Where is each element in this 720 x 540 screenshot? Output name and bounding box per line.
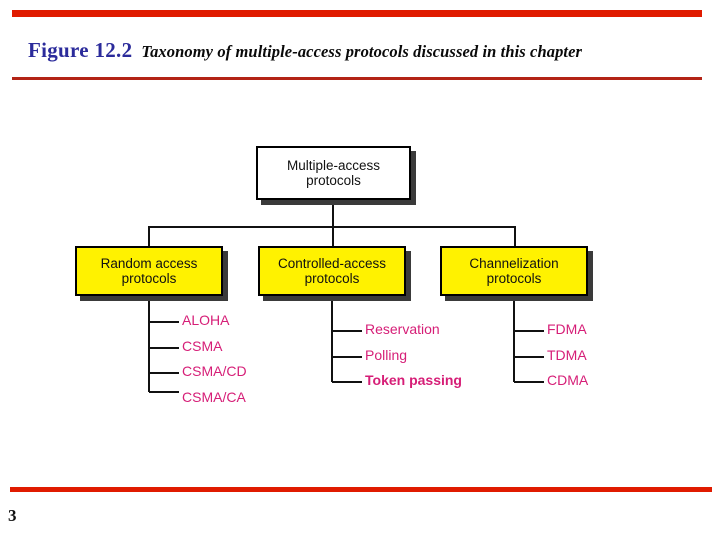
leaf-csma-ca[interactable]: CSMA/CA — [182, 389, 246, 405]
node-label: Multiple-access protocols — [287, 158, 380, 188]
node-label-line2: protocols — [306, 173, 361, 188]
node-label-line2: protocols — [486, 271, 542, 286]
connector-tick-fdma — [514, 330, 544, 332]
leaf-reservation[interactable]: Reservation — [365, 321, 440, 337]
footer-rule — [10, 487, 712, 492]
node-label-line1: Controlled-access — [277, 255, 387, 271]
connector-tick-tdma — [514, 356, 544, 358]
figure-label: Figure 12.2 — [28, 38, 133, 62]
connector-leaf-spine-channelization — [513, 296, 515, 382]
leaf-fdma[interactable]: FDMA — [547, 321, 587, 337]
connector-tick-aloha — [149, 321, 179, 323]
connector-tick-csma-ca — [149, 391, 179, 393]
leaf-token-passing[interactable]: Token passing — [365, 372, 462, 388]
node-label-line1: Channelization — [469, 255, 559, 271]
node-label-line2: protocols — [304, 271, 360, 286]
header-bottom-rule — [12, 77, 702, 80]
connector-drop-right — [514, 226, 516, 248]
node-label: Channelization protocols — [469, 256, 558, 286]
connector-tick-csma — [149, 347, 179, 349]
page-title: Figure 12.2 Taxonomy of multiple-access p… — [28, 38, 582, 63]
connector-horizontal-bus — [148, 226, 516, 228]
connector-tick-cdma — [514, 381, 544, 383]
connector-tick-csma-cd — [149, 372, 179, 374]
taxonomy-diagram: Multiple-access protocols Random access … — [75, 146, 589, 405]
connector-leaf-spine-random-access — [148, 296, 150, 392]
leaf-aloha[interactable]: ALOHA — [182, 312, 230, 328]
leaf-cdma[interactable]: CDMA — [547, 372, 589, 388]
node-channelization-protocols[interactable]: Channelization protocols — [440, 246, 588, 296]
leaf-csma[interactable]: CSMA — [182, 338, 223, 354]
node-label-line2: protocols — [121, 271, 177, 286]
leaf-tdma[interactable]: TDMA — [547, 347, 587, 363]
node-label: Random access protocols — [101, 256, 198, 286]
header-top-rule — [12, 10, 702, 17]
node-multiple-access-protocols[interactable]: Multiple-access protocols — [256, 146, 411, 200]
node-controlled-access-protocols[interactable]: Controlled-access protocols — [258, 246, 406, 296]
figure-caption: Taxonomy of multiple-access protocols di… — [141, 42, 583, 61]
leaf-polling[interactable]: Polling — [365, 347, 408, 363]
node-label-line1: Multiple-access — [286, 157, 381, 173]
connector-root-stem — [332, 200, 334, 246]
page-number: 3 — [8, 506, 17, 525]
node-random-access-protocols[interactable]: Random access protocols — [75, 246, 223, 296]
connector-leaf-spine-controlled-access — [331, 296, 333, 382]
connector-tick-polling — [332, 356, 362, 358]
connector-tick-reservation — [332, 330, 362, 332]
node-label-line1: Random access — [100, 255, 198, 271]
node-label: Controlled-access protocols — [278, 256, 386, 286]
connector-drop-left — [148, 226, 150, 248]
leaf-csma-cd[interactable]: CSMA/CD — [182, 363, 247, 379]
connector-tick-token-passing — [332, 381, 362, 383]
